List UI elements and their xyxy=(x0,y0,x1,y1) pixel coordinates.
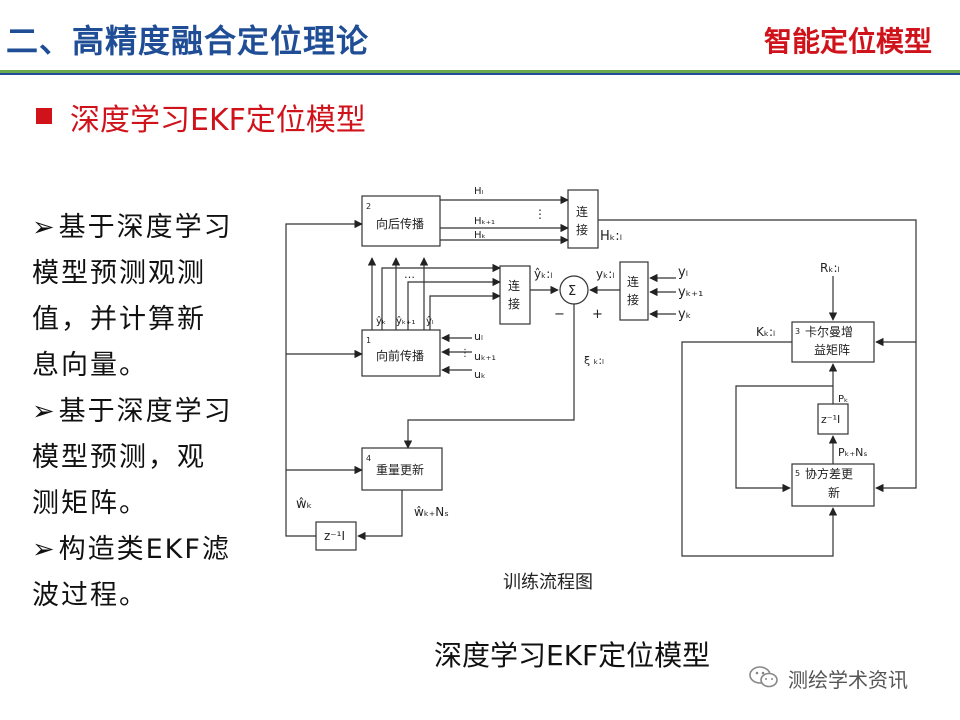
concat-top-block xyxy=(567,189,599,249)
signal-w-kns: ŵₖ₊Nₛ xyxy=(414,505,449,519)
signal-minus: − xyxy=(554,307,565,322)
concat-right-label-2: 接 xyxy=(627,292,639,307)
ellipsis-y: … xyxy=(404,268,415,281)
topic-title: 智能定位模型 xyxy=(763,25,932,58)
signal-h-kl: Hₖ:ₗ xyxy=(600,229,622,244)
concat-mid-label-1: 连 xyxy=(508,278,520,293)
signal-p-k: Pₖ xyxy=(838,394,848,405)
bullet-line: 基于深度学习 xyxy=(58,396,233,427)
signal-k-kl: Kₖ:ₗ xyxy=(756,325,775,339)
kalman-label-1: 卡尔曼增 xyxy=(805,324,853,339)
watermark-text: 测绘学术资讯 xyxy=(788,668,908,692)
concat-right-label-1: 连 xyxy=(627,274,639,289)
slide-title: 二、高精度融合定位理论 xyxy=(6,22,370,60)
weight-update-block xyxy=(361,447,443,491)
diagram-caption: 训练流程图 xyxy=(503,572,593,593)
bullet-line: 基于深度学习 xyxy=(58,212,233,243)
title-bar: 二、高精度融合定位理论 智能定位模型 xyxy=(0,0,960,80)
arrow-bullet-icon: ➢ xyxy=(32,534,57,565)
cov-label-2: 新 xyxy=(828,485,840,500)
header-rule-blue xyxy=(0,73,960,75)
vdots-h: ⋮ xyxy=(534,207,546,221)
header-rule-green xyxy=(0,70,960,73)
bullet-line: 构造类EKF滤 xyxy=(58,534,231,565)
arrow-bullet-icon: ➢ xyxy=(32,212,57,243)
signal-yhat-l: ŷₗ xyxy=(426,315,434,327)
signal-plus: + xyxy=(592,307,603,322)
signal-u-l: uₗ xyxy=(474,330,483,343)
signal-y-kl: yₖ:ₗ xyxy=(596,267,614,281)
signal-w-k: ŵₖ xyxy=(296,497,312,512)
kalman-label-2: 益矩阵 xyxy=(814,343,850,357)
sum-label: Σ xyxy=(568,284,576,299)
signal-h-l: Hₗ xyxy=(474,186,484,197)
forward-num: 1 xyxy=(366,336,371,345)
signal-r-kl: Rₖ:ₗ xyxy=(820,261,839,275)
backprop-label: 向后传播 xyxy=(376,216,424,231)
concat-mid-block xyxy=(499,265,531,325)
bullet-line: 模型预测观测 xyxy=(32,258,206,289)
signal-h-k: Hₖ xyxy=(474,230,486,241)
concat-right-block xyxy=(619,261,649,321)
bullet-line: 测矩阵。 xyxy=(32,488,148,519)
delay-left-label: z⁻¹I xyxy=(324,529,345,543)
bullet-list: ➢基于深度学习 模型预测观测 值，并计算新 息向量。 ➢基于深度学习 模型预测，… xyxy=(32,205,262,619)
forward-label: 向前传播 xyxy=(376,348,424,363)
bullet-line: 波过程。 xyxy=(32,580,148,611)
section-title: 深度学习EKF定位模型 xyxy=(70,103,366,138)
delay-right-label: z⁻¹I xyxy=(821,413,840,426)
bullet-line: 息向量。 xyxy=(32,350,148,381)
signal-y-k: yₖ xyxy=(678,307,691,322)
kalman-num: 3 xyxy=(795,327,800,336)
signal-u-k1: uₖ₊₁ xyxy=(474,350,496,363)
delay-left-block xyxy=(315,521,357,551)
cov-label-1: 协方差更 xyxy=(805,466,853,481)
square-bullet-icon xyxy=(36,108,52,124)
signal-y-l: yₗ xyxy=(678,265,688,280)
bullet-line: 值，并计算新 xyxy=(32,304,206,335)
signal-p-kns: Pₖ₊Nₛ xyxy=(838,446,867,459)
bullet-item: ➢基于深度学习 模型预测观测 值，并计算新 息向量。 xyxy=(32,205,262,389)
signal-h-k1: Hₖ₊₁ xyxy=(474,216,495,227)
bullet-item: ➢基于深度学习 模型预测，观 测矩阵。 xyxy=(32,389,262,527)
signal-u-k: uₖ xyxy=(474,368,486,381)
signal-yhat-kl: ŷₖ:ₗ xyxy=(534,267,552,281)
signal-yhat-k: ŷₖ xyxy=(376,315,386,327)
concat-mid-label-2: 接 xyxy=(508,296,520,311)
figure-caption: 深度学习EKF定位模型 xyxy=(434,639,711,672)
signal-y-k1: yₖ₊₁ xyxy=(678,285,703,300)
vdots-u: ⋮ xyxy=(460,348,470,359)
arrow-bullet-icon: ➢ xyxy=(32,396,57,427)
weight-update-num: 4 xyxy=(366,454,371,463)
backprop-block xyxy=(361,195,441,247)
training-flow-diagram: 2 向后传播 1 向前传播 4 重量更新 连 接 连 接 连 接 Σ z⁻¹I … xyxy=(285,186,917,557)
signal-xi-kl: ξ ₖ:ₗ xyxy=(584,354,604,367)
bullet-line: 模型预测，观 xyxy=(32,442,206,473)
kalman-gain-block xyxy=(791,321,875,363)
wechat-icon xyxy=(749,666,778,688)
backprop-num: 2 xyxy=(366,202,371,211)
weight-update-label: 重量更新 xyxy=(376,462,424,477)
concat-top-label-1: 连 xyxy=(576,204,588,219)
cov-num: 5 xyxy=(795,469,800,478)
signal-yhat-k1: ŷₖ₊₁ xyxy=(396,315,415,327)
bullet-item: ➢构造类EKF滤 波过程。 xyxy=(32,527,262,619)
concat-top-label-2: 接 xyxy=(576,222,588,237)
